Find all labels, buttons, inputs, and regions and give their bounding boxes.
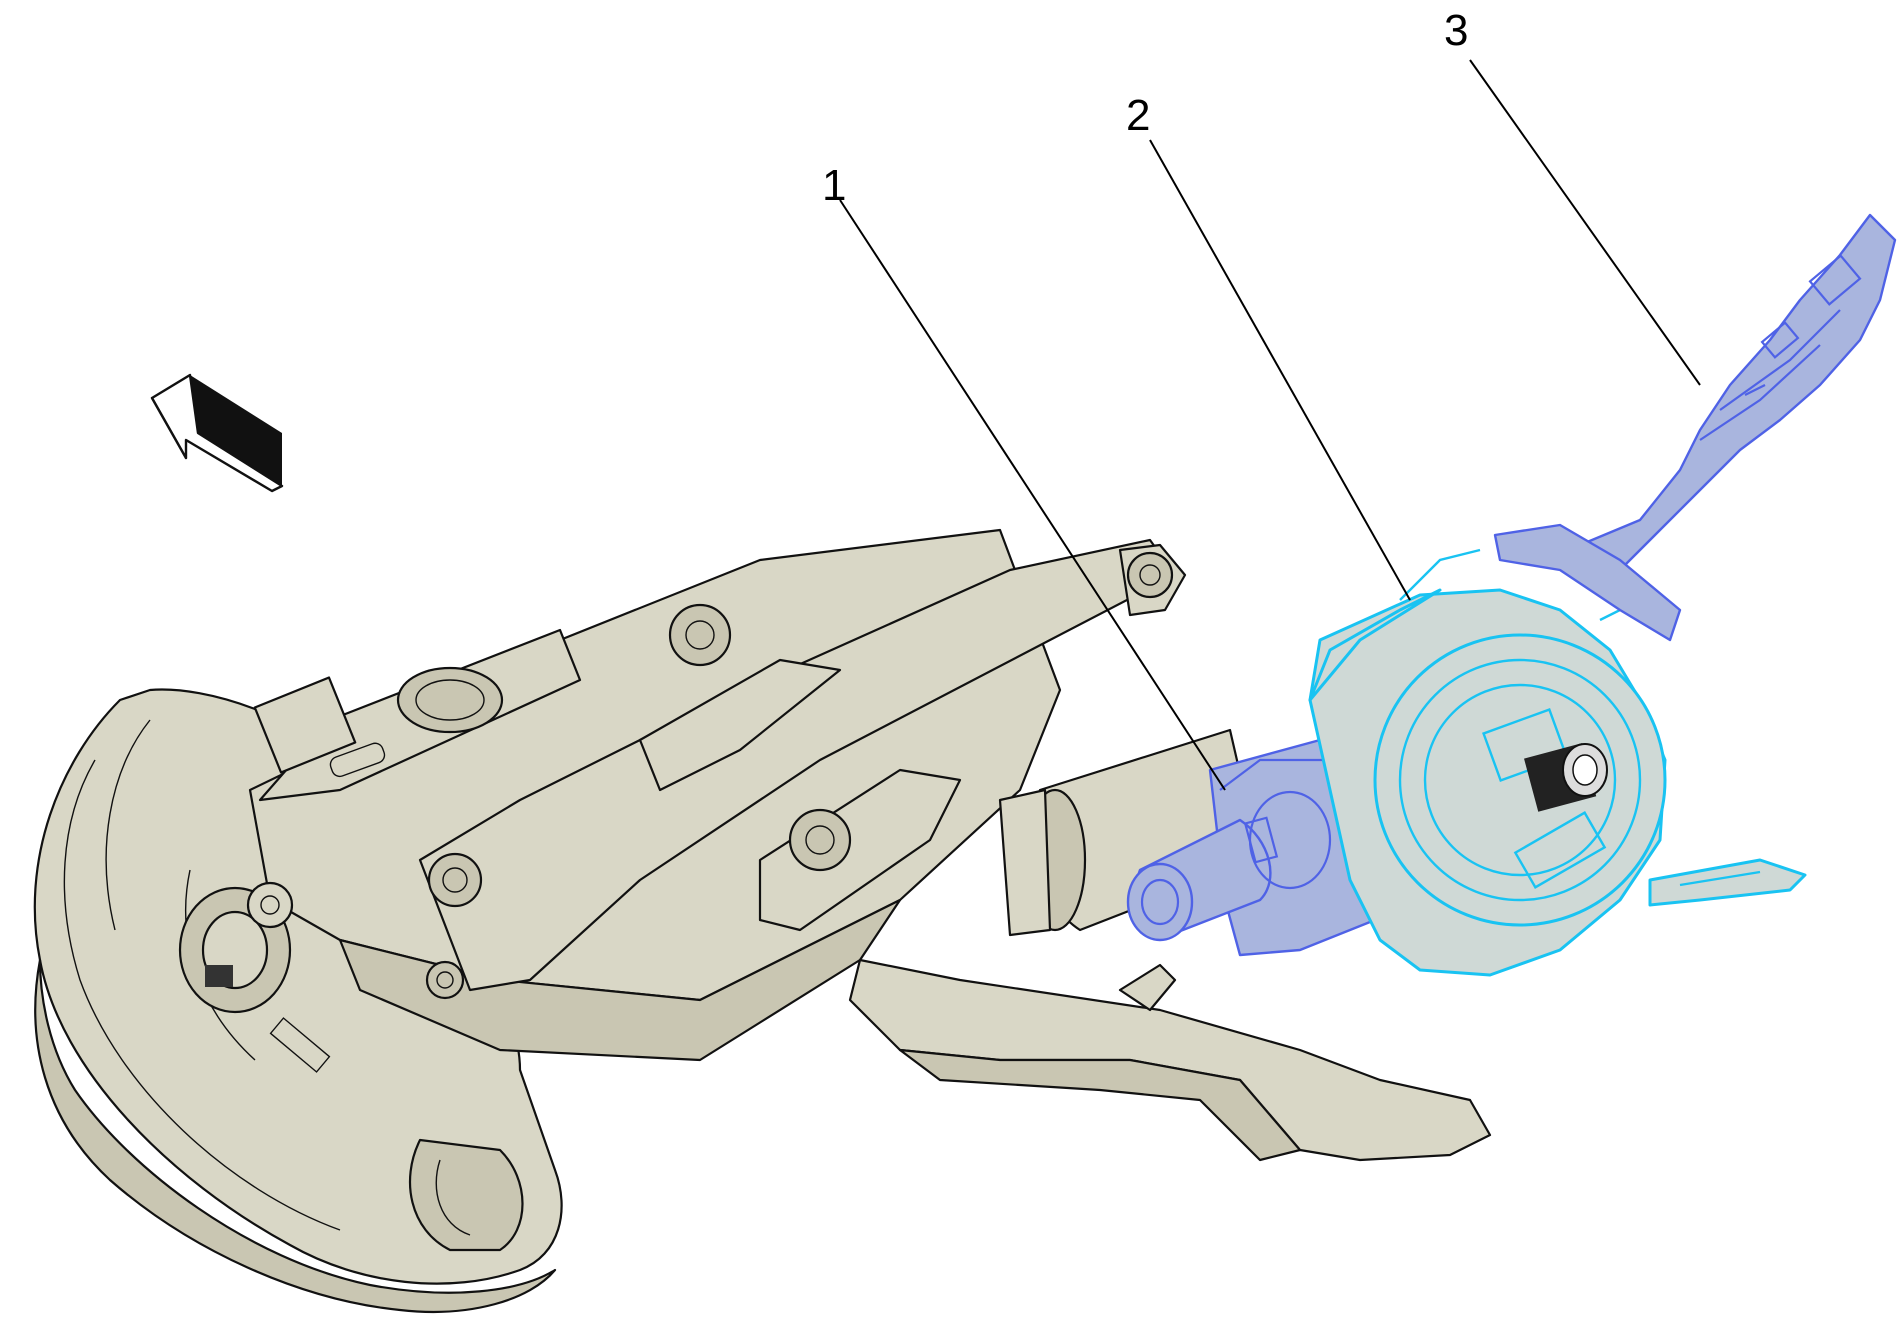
forward-arrow-icon xyxy=(150,373,284,493)
universal-joint xyxy=(178,881,294,1014)
tilt-lever xyxy=(848,958,1492,1162)
clockspring-assembly xyxy=(1308,548,1807,977)
callout-2: 2 xyxy=(1126,91,1411,601)
callout-3: 3 xyxy=(1444,6,1701,386)
wiper-switch-stalk xyxy=(1493,213,1897,642)
callout-2-label: 2 xyxy=(1126,91,1150,140)
mounting-bracket xyxy=(418,538,1187,1000)
callout-3-label: 3 xyxy=(1444,6,1468,55)
steering-shaft-spline xyxy=(1524,743,1608,812)
callout-1: 1 xyxy=(822,161,1226,791)
callout-1-label: 1 xyxy=(822,161,846,210)
